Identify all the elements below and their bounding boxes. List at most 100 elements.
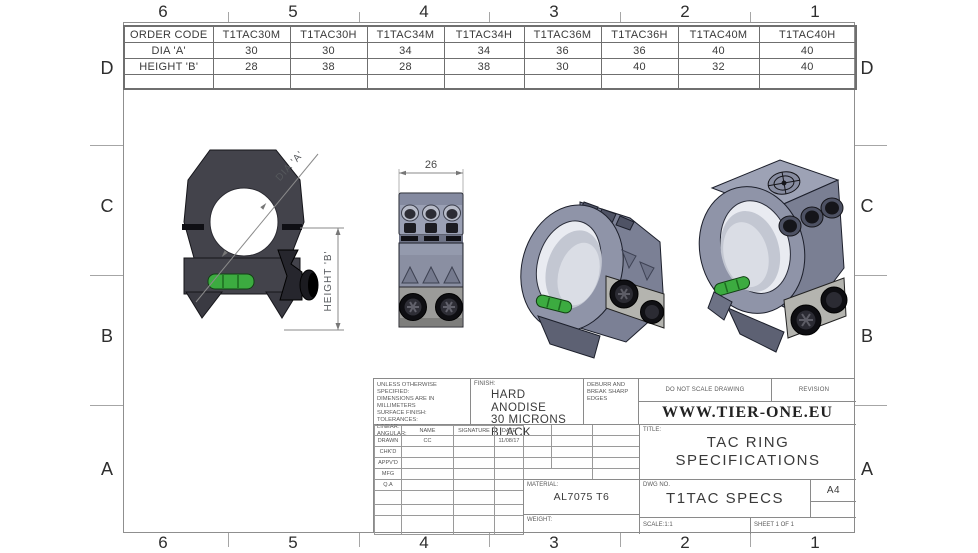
bubble-level [207,273,255,290]
table-cell: APPV'D [374,457,402,469]
table-cell: 30 [212,42,291,59]
table-cell: T1TAC40H [758,25,857,43]
zone-col-label: 6 [158,533,168,552]
website-link[interactable]: WWW.TIER-ONE.EU [639,402,856,425]
zone-row-label: A [860,459,873,479]
table-cell: MFG [374,468,402,480]
clamp-plate-3d [783,277,848,339]
table-row: Q.A [374,479,524,491]
zone-tick [854,405,887,406]
height-dimension [284,227,344,331]
weight-cell: WEIGHT: [523,515,639,534]
zone-tick [228,532,229,547]
table-cell: 28 [212,58,291,75]
deburr-note: DEBURR AND BREAK SHARP EDGES [587,382,629,402]
paper-size-subcell [811,502,856,518]
table-cell: 38 [443,58,525,75]
zone-col-label: 4 [419,2,429,21]
table-cell [366,74,445,90]
table-cell: 28 [366,58,445,75]
rail-foot [537,315,601,359]
dia-dimension [195,153,319,303]
table-row: DRAWN CC 11/08/17 [374,435,524,447]
paper-size-cell: A4 [811,480,856,502]
table-cell [401,446,454,458]
table-cell [374,425,402,436]
table-row-height: HEIGHT 'B' 28 38 28 38 30 40 32 40 [123,58,857,75]
table-cell: Q.A [374,479,402,491]
zone-row-label: B [100,326,113,346]
zone-tick [489,532,490,547]
side-view-drawing: DIA 'A' HEIGHT 'B' [182,149,344,331]
zone-col-label: 5 [288,2,298,21]
table-cell: T1TAC36M [523,25,602,43]
isometric-view-left [520,201,665,359]
zone-row-label: A [100,459,113,479]
material-value: AL7075 T6 [553,491,610,503]
do-not-scale-note: DO NOT SCALE DRAWING [639,379,772,402]
dwg-no-label: DWG NO. [643,482,670,488]
ring-front-face [520,204,624,332]
table-cell: DRAWN [374,435,402,447]
zone-col-label: 6 [158,2,168,21]
title-label: TITLE: [643,427,662,433]
tolerance-notes: UNLESS OTHERWISE SPECIFIED: DIMENSIONS A… [374,379,471,437]
scale-cell: SCALE:1:1 [639,518,751,534]
zone-row-label: D [860,58,874,78]
table-row-dia: DIA 'A' 30 30 34 34 36 36 40 40 [123,42,857,59]
table-cell [494,504,524,516]
table-cell [401,490,454,505]
ring-base-band [398,242,464,288]
revision-cell: REVISION [772,379,856,402]
table-row: APPV'D [374,457,524,469]
table-row-header: ORDER CODE T1TAC30M T1TAC30H T1TAC34M T1… [123,25,857,43]
sheet-cell: SHEET 1 OF 1 [751,518,856,534]
finish-label: FINISH: [474,381,496,387]
zone-col-label: 3 [549,533,559,552]
dim-arrow [335,323,341,330]
zone-tick [489,12,490,23]
bubble-level-3d [535,294,573,314]
zone-tick [854,145,887,146]
scale-label: SCALE:1:1 [643,522,673,528]
ring-split-slots [182,224,302,230]
table-cell [401,515,454,535]
clamp-plate-3d [605,275,665,329]
torx-screws [399,293,463,321]
sheet-label: SHEET 1 OF 1 [754,522,794,528]
table-cell: HEIGHT 'B' [123,58,214,75]
table-cell [401,468,454,480]
table-cell [453,479,495,491]
table-cell [494,457,524,469]
scope-bore [209,187,279,257]
weight-label: WEIGHT: [527,517,552,523]
table-cell [494,468,524,480]
zone-row-label: C [100,196,114,216]
table-cell: SIGNATURE [453,425,495,436]
table-cell [600,74,679,90]
zone-tick [228,12,229,23]
table-cell [289,74,368,90]
table-cell: 40 [758,42,857,59]
table-row: CHK'D [374,446,524,458]
table-cell: CC [401,435,454,447]
table-cell [374,504,402,516]
table-row-empty [123,74,857,90]
table-cell [453,446,495,458]
table-row: MFG [374,468,524,480]
table-cell: 40 [758,58,857,75]
zone-tick [90,405,123,406]
zone-col-label: 1 [810,533,820,552]
drawing-title-line2: SPECIFICATIONS [675,452,821,469]
isometric-view-right [698,159,848,353]
table-cell: 36 [523,42,602,59]
table-cell [401,479,454,491]
rail-foot [727,307,785,353]
table-cell [453,490,495,505]
zone-tick [359,532,360,547]
table-cell [494,479,524,491]
approval-table: NAME SIGNATURE DATE DRAWN CC 11/08/17 CH… [374,425,524,535]
split-gap [399,235,463,243]
grid-line [523,457,639,458]
